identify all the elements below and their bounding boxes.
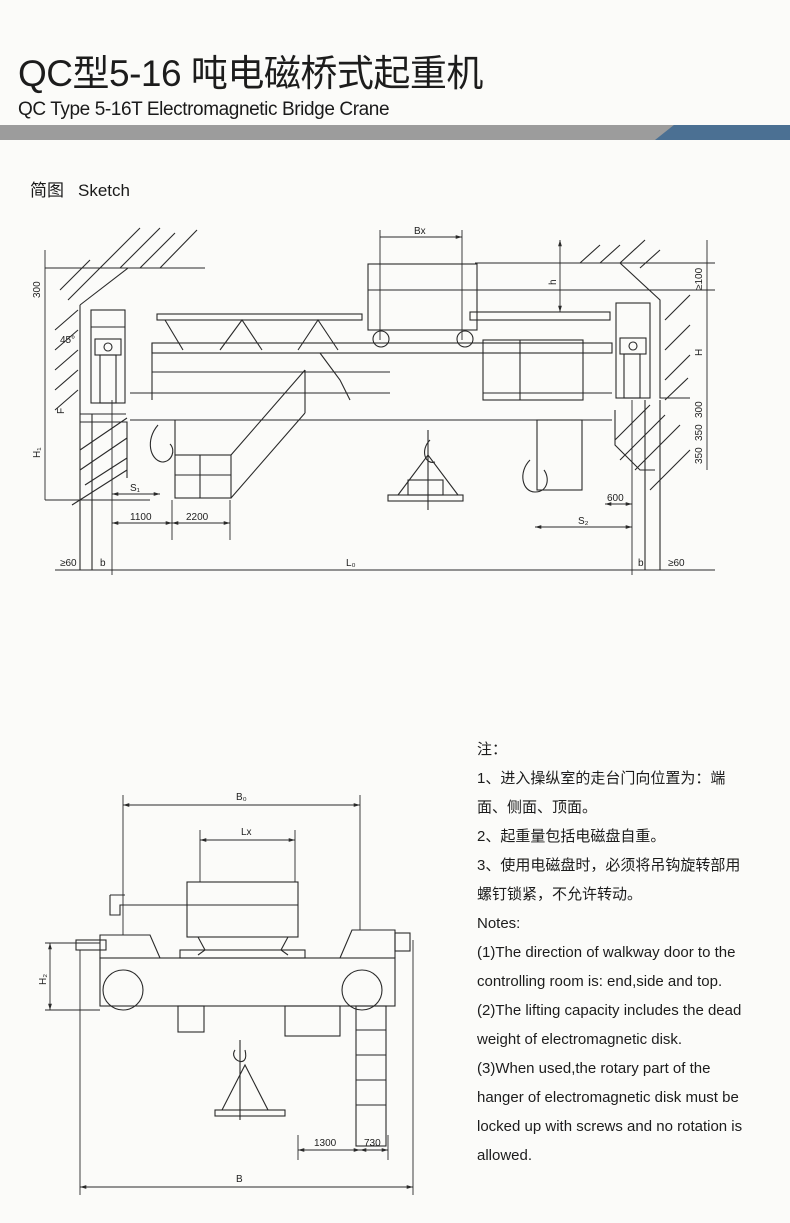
dim-B: B <box>236 1174 243 1185</box>
dim-gte60-left: ≥60 <box>60 558 77 569</box>
right-building-structure <box>475 239 715 570</box>
dim-S2: S₂ <box>578 516 589 527</box>
dim-1100: 1100 <box>130 512 152 523</box>
dim-2200: 2200 <box>186 512 209 523</box>
dim-H: H <box>694 349 705 356</box>
dimension-labels: Bx h ≥100 H 300 350 350 300 45° F H₁ S₁ … <box>32 226 705 569</box>
dim-H1: H₁ <box>32 447 43 458</box>
operator-cab <box>174 369 583 499</box>
note-zh-1: 1、进入操纵室的走台门向位置为：端面、侧面、顶面。 <box>477 770 726 816</box>
section-heading-zh: 简图 <box>30 181 64 200</box>
header-band <box>0 125 790 140</box>
note-en-1: (1)The direction of walkway door to the … <box>477 944 736 990</box>
notes-heading-en: Notes: <box>477 915 521 932</box>
page-subtitle: QC Type 5-16T Electromagnetic Bridge Cra… <box>18 99 390 120</box>
dim-F: F <box>56 408 67 414</box>
end-view-dimension-lines <box>45 795 414 1195</box>
left-building-structure <box>45 227 205 570</box>
note-en-2: (2)The lifting capacity includes the dea… <box>477 1002 742 1048</box>
page-title: QC型5-16 吨电磁桥式起重机 <box>18 53 483 94</box>
dim-350-a: 350 <box>694 424 705 441</box>
dim-bx: Bx <box>414 226 426 237</box>
dimension-lines <box>44 230 715 575</box>
dim-gte100: ≥100 <box>694 267 705 290</box>
dim-1300: 1300 <box>314 1138 337 1149</box>
header-band-blue <box>655 125 790 140</box>
dim-300-right: 300 <box>694 401 705 418</box>
dim-gte60-right: ≥60 <box>668 558 685 569</box>
end-carriages <box>90 302 651 404</box>
dim-angle: 45° <box>60 335 75 346</box>
note-zh-2: 2、起重量包括电磁盘自重。 <box>477 828 666 845</box>
crane-end-elevation-drawing: B₀ Lx H₂ 1300 730 B <box>38 792 414 1195</box>
dim-h: h <box>548 279 559 285</box>
dim-H2: H₂ <box>38 974 49 985</box>
section-heading-en: Sketch <box>78 181 130 200</box>
dim-L0: L₀ <box>346 558 356 569</box>
dim-b-right: b <box>638 558 644 569</box>
bridge-girder <box>130 311 613 421</box>
dim-Lx: Lx <box>241 827 252 838</box>
dim-B0: B₀ <box>236 792 247 803</box>
end-view-structure <box>75 881 411 1147</box>
note-en-3: (3)When used,the rotary part of the hang… <box>477 1060 743 1164</box>
dim-b-left: b <box>100 558 106 569</box>
dim-S1: S₁ <box>130 483 141 494</box>
section-heading: 简图 Sketch <box>30 180 144 202</box>
note-zh-3: 3、使用电磁盘时，必须将吊钩旋转部用螺钉锁紧，不允许转动。 <box>477 857 741 903</box>
trolley <box>367 263 478 348</box>
end-view-dimension-labels: B₀ Lx H₂ 1300 730 B <box>38 792 381 1185</box>
notes-panel: 注： 1、进入操纵室的走台门向位置为：端面、侧面、顶面。 2、起重量包括电磁盘自… <box>477 735 747 1170</box>
dim-600: 600 <box>607 493 624 504</box>
hooks-and-magnet <box>149 424 548 510</box>
dim-730: 730 <box>364 1138 381 1149</box>
header-band-grey <box>0 125 680 140</box>
crane-side-elevation-drawing: Bx h ≥100 H 300 350 350 300 45° F H₁ S₁ … <box>32 226 715 575</box>
notes-heading-zh: 注： <box>477 741 508 758</box>
dim-300-left: 300 <box>32 281 43 298</box>
dim-350-b: 350 <box>694 447 705 464</box>
